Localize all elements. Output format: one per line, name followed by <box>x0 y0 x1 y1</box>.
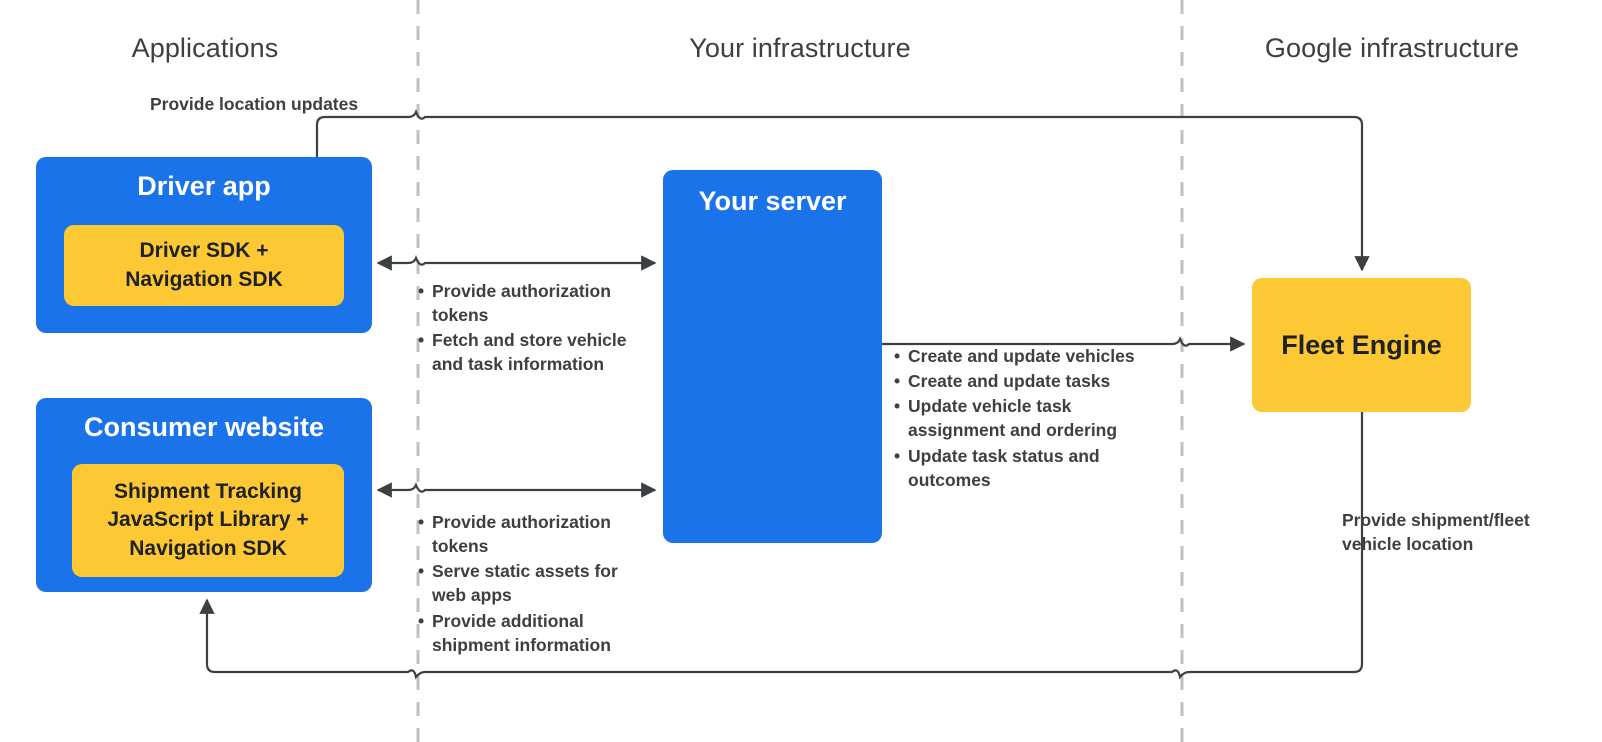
node-driver-sdk[interactable]: Driver SDK + Navigation SDK <box>64 225 344 306</box>
column-header-google-infrastructure: Google infrastructure <box>1264 33 1520 63</box>
node-driver-sdk-title: Driver SDK + Navigation SDK <box>125 237 283 294</box>
column-header-your-infrastructure: Your infrastructure <box>689 33 911 63</box>
node-fleet-engine-title: Fleet Engine <box>1281 329 1442 360</box>
node-fleet-engine[interactable]: Fleet Engine <box>1252 278 1471 412</box>
list-item: Provide additional shipment information <box>418 609 652 657</box>
annotation-server-to-fleet-engine: Create and update vehicles Create and up… <box>893 344 1163 493</box>
annotation-consumer-website-to-server-list: Provide authorization tokens Serve stati… <box>417 510 652 657</box>
column-header-applications: Applications <box>131 33 279 63</box>
edge-driver-app-server <box>376 255 657 271</box>
annotation-fleet-engine-to-consumer: Provide shipment/fleet vehicle location <box>1342 508 1582 556</box>
node-your-server[interactable]: Your server <box>663 170 882 543</box>
edge-driver-to-fleet-engine <box>315 109 1370 272</box>
annotation-driver-app-to-server-list: Provide authorization tokens Fetch and s… <box>417 279 652 377</box>
node-driver-app-title: Driver app <box>137 171 271 201</box>
annotation-provide-location-updates: Provide location updates <box>150 94 359 114</box>
annotation-driver-app-to-server: Provide authorization tokens Fetch and s… <box>417 279 652 378</box>
node-consumer-website-title: Consumer website <box>83 412 325 442</box>
list-item: Update task status and outcomes <box>894 444 1163 492</box>
list-item: Serve static assets for web apps <box>418 559 652 607</box>
node-driver-sdk-line-1: Driver SDK + <box>139 239 269 263</box>
edge-server-to-fleet-engine <box>882 336 1246 352</box>
node-shipment-tracking-line-3: Navigation SDK <box>129 536 287 560</box>
node-shipment-tracking-line-2: JavaScript Library + <box>107 508 309 532</box>
list-item: Provide authorization tokens <box>418 279 652 327</box>
list-item: Create and update vehicles <box>894 344 1163 368</box>
list-item: Fetch and store vehicle and task informa… <box>418 328 652 376</box>
annotation-consumer-website-to-server: Provide authorization tokens Serve stati… <box>417 510 652 658</box>
annotation-fleet-engine-to-consumer-line-1: Provide shipment/fleet <box>1342 510 1530 530</box>
node-shipment-tracking-library[interactable]: Shipment Tracking JavaScript Library + N… <box>72 464 344 577</box>
list-item: Update vehicle task assignment and order… <box>894 394 1163 442</box>
node-shipment-tracking-title: Shipment Tracking JavaScript Library + N… <box>107 478 308 563</box>
list-item: Create and update tasks <box>894 369 1163 393</box>
node-driver-sdk-line-2: Navigation SDK <box>125 267 283 291</box>
annotation-server-to-fleet-engine-list: Create and update vehicles Create and up… <box>893 344 1163 492</box>
edge-consumer-website-server <box>376 482 657 498</box>
annotation-fleet-engine-to-consumer-line-2: vehicle location <box>1342 534 1474 555</box>
list-item: Provide authorization tokens <box>418 510 652 558</box>
edge-fleet-engine-to-consumer <box>199 412 1364 680</box>
node-your-server-title: Your server <box>698 186 847 216</box>
node-shipment-tracking-line-1: Shipment Tracking <box>114 479 302 503</box>
